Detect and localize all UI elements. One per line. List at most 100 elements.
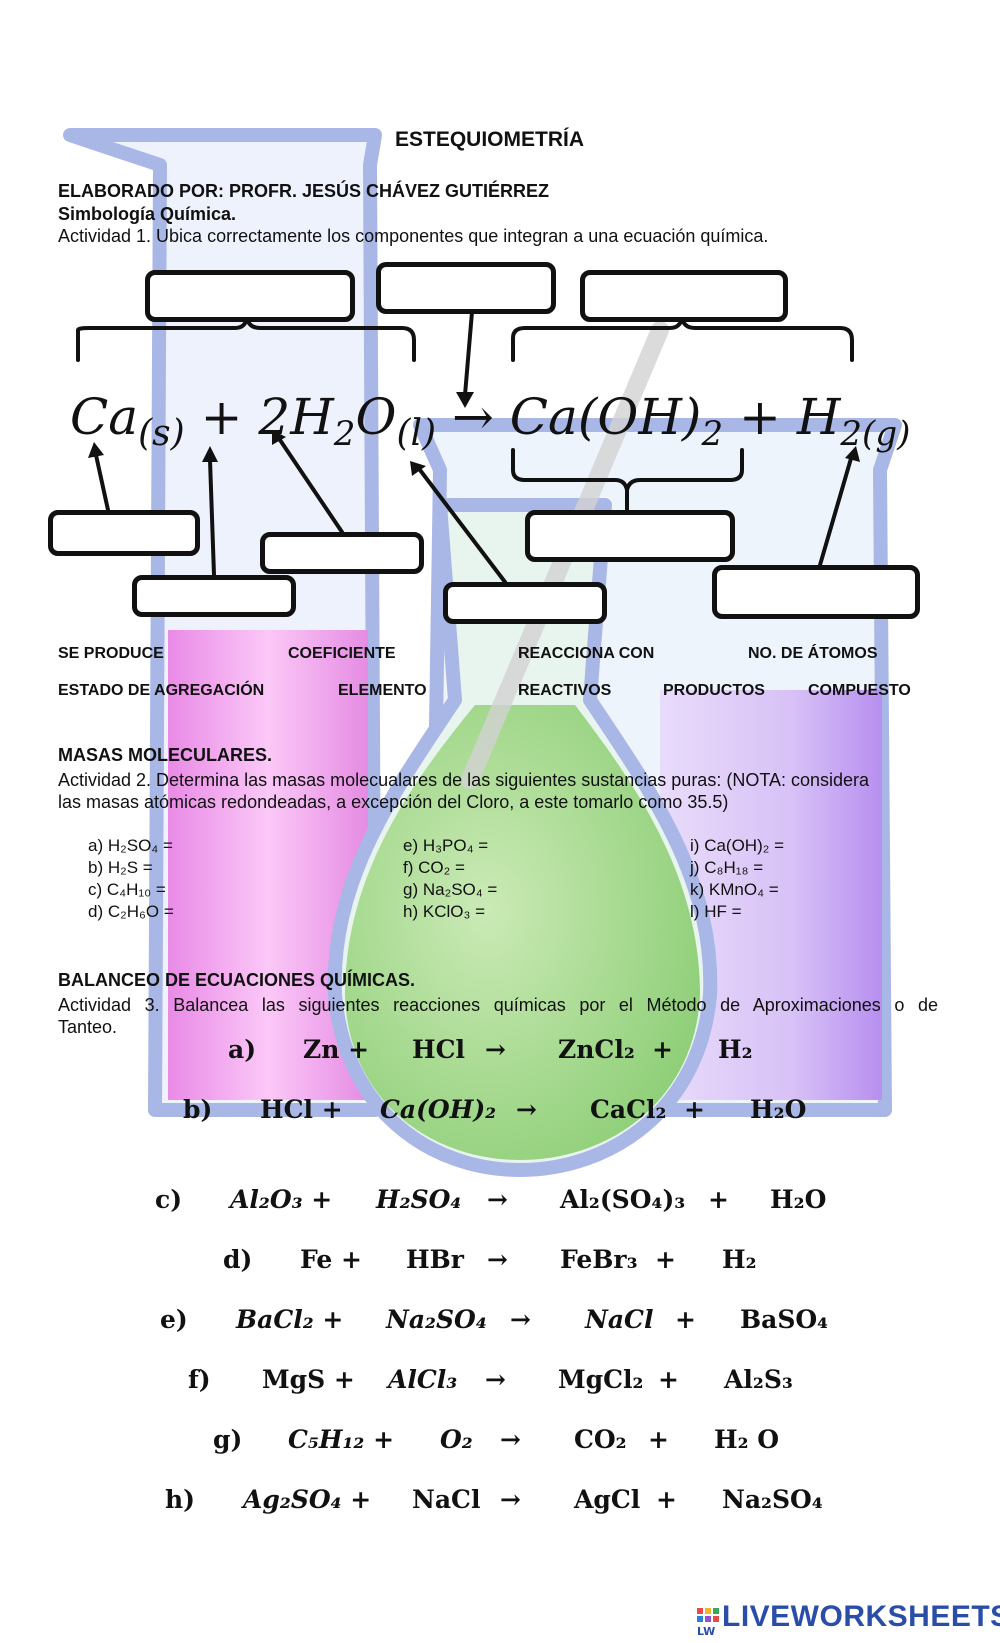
- equation-reactant-1: Ag₂SO₄ +: [243, 1485, 372, 1514]
- equation-reactant-2: HBr: [406, 1245, 464, 1274]
- equation-label: h): [165, 1485, 196, 1514]
- reaction-o: O: [355, 388, 397, 446]
- word-bank-item[interactable]: REACTIVOS: [518, 682, 612, 699]
- reaction-h-sub: 2: [333, 414, 356, 454]
- liveworksheets-brand[interactable]: LIVEWORKSHEETS: [722, 1600, 1000, 1633]
- mass-item: h) KClO₃ =: [403, 902, 486, 921]
- equation-label: g): [213, 1425, 243, 1454]
- equation-reactant-2: O₂: [440, 1425, 473, 1454]
- equation-label: c): [155, 1185, 183, 1214]
- equation-reactant-2: H₂SO₄: [376, 1185, 462, 1214]
- equation-reactant-1: HCl +: [260, 1095, 343, 1124]
- reaction-ca: Ca: [70, 388, 139, 446]
- word-bank-item[interactable]: ELEMENTO: [338, 682, 427, 699]
- equation-reactant-1: MgS +: [262, 1365, 355, 1394]
- reaction-equation: Ca(s) + 2H2O(l) → Ca(OH)2 + H2(g): [70, 388, 910, 454]
- equation-product-1: MgCl₂: [558, 1365, 644, 1394]
- author-line: ELABORADO POR: PROFR. JESÚS CHÁVEZ GUTIÉ…: [58, 181, 550, 201]
- equation-label: d): [223, 1245, 253, 1274]
- activity1-instructions: Actividad 1. Ubica correctamente los com…: [58, 226, 769, 246]
- equation-arrow: →: [487, 1245, 508, 1274]
- answer-box-reacts-with[interactable]: [132, 575, 296, 617]
- arrow-ca-state: [94, 453, 110, 512]
- answer-box-compound[interactable]: [525, 510, 735, 562]
- answer-box-reactants[interactable]: [145, 270, 355, 322]
- word-bank-item[interactable]: REACCIONA CON: [518, 645, 655, 662]
- balance-heading: BALANCEO DE ECUACIONES QUÍMICAS.: [58, 970, 416, 990]
- equation-product-1: Al₂(SO₄)₃: [560, 1185, 686, 1214]
- equation-product-2: H₂: [722, 1245, 757, 1274]
- mass-item: j) C₈H₁₈ =: [690, 858, 764, 877]
- equation-product-1: NaCl: [585, 1305, 654, 1334]
- arrowhead-liquid: [410, 461, 426, 476]
- balance-instructions-2: Tanteo.: [58, 1017, 118, 1037]
- reaction-o-state: (l): [396, 413, 437, 454]
- equation-arrow: →: [510, 1305, 531, 1334]
- balance-instructions-1: Actividad 3. Balancea las siguientes rea…: [58, 995, 938, 1015]
- equation-arrow: →: [500, 1425, 521, 1454]
- mass-item: d) C₂H₆O =: [88, 902, 174, 921]
- word-bank-item[interactable]: COMPUESTO: [808, 682, 911, 699]
- arrow-plus: [208, 458, 216, 577]
- reaction-coefficient: 2: [258, 388, 291, 446]
- reaction-arrow: →: [451, 388, 494, 446]
- section-symbology: Simbología Química.: [58, 204, 237, 224]
- equation-arrow: →: [485, 1035, 506, 1064]
- equation-reactant-1: Al₂O₃ +: [230, 1185, 333, 1214]
- reaction-plus-2: +: [739, 388, 781, 446]
- equation-arrow: →: [500, 1485, 521, 1514]
- equation-product-1: CO₂: [574, 1425, 627, 1454]
- reaction-h2: H: [796, 388, 841, 446]
- equation-reactant-1: Fe +: [300, 1245, 362, 1274]
- mass-item: b) H₂S =: [88, 858, 153, 877]
- equation-reactant-2: NaCl: [412, 1485, 481, 1514]
- word-bank-item[interactable]: SE PRODUCE: [58, 645, 164, 662]
- equation-reactant-2: Na₂SO₄: [386, 1305, 487, 1334]
- logo-letters: LW: [697, 1625, 715, 1636]
- equation-reactant-2: Ca(OH)₂: [380, 1095, 497, 1124]
- answer-box-coefficient[interactable]: [260, 532, 424, 574]
- equation-reactant-2: HCl: [412, 1035, 466, 1064]
- masses-heading: MASAS MOLECULARES.: [58, 745, 273, 765]
- word-bank-item[interactable]: ESTADO DE AGREGACIÓN: [58, 682, 265, 699]
- equation-product-1: FeBr₃: [560, 1245, 638, 1274]
- answer-box-yields[interactable]: [376, 262, 556, 314]
- reaction-product-1-sub: 2: [701, 414, 724, 454]
- word-bank-item[interactable]: NO. DE ÁTOMOS: [748, 645, 878, 662]
- masses-instructions-1: Actividad 2. Determina las masas molecua…: [58, 770, 870, 790]
- equation-product-2: Al₂S₃: [724, 1365, 793, 1394]
- equation-plus: +: [652, 1035, 673, 1064]
- equation-reactant-2: AlCl₃: [388, 1365, 458, 1394]
- equation-product-1: CaCl₂: [590, 1095, 667, 1124]
- equation-product-1: ZnCl₂: [558, 1035, 635, 1064]
- mass-item: e) H₃PO₄ =: [403, 836, 489, 855]
- arrow-liquid-state: [418, 468, 507, 584]
- equation-label: b): [183, 1095, 213, 1124]
- answer-box-liquid-state[interactable]: [443, 582, 607, 624]
- equation-plus: +: [684, 1095, 705, 1124]
- arrow-h2-gas: [818, 453, 854, 567]
- equation-plus: +: [675, 1305, 696, 1334]
- answer-box-state-of-aggregation[interactable]: [48, 510, 200, 556]
- arrow-yields: [463, 310, 474, 397]
- word-bank-item[interactable]: PRODUCTOS: [663, 682, 765, 699]
- equation-plus: +: [655, 1245, 676, 1274]
- answer-box-element[interactable]: [712, 565, 920, 619]
- mass-item: c) C₄H₁₀ =: [88, 880, 166, 899]
- mass-item: l) HF =: [690, 902, 742, 921]
- equation-label: e): [160, 1305, 188, 1334]
- equation-label: a): [228, 1035, 257, 1064]
- equation-reactant-1: C₅H₁₂ +: [288, 1425, 395, 1454]
- products-brace: [511, 317, 854, 362]
- reaction-plus-1: +: [200, 388, 243, 446]
- reaction-h: H: [290, 388, 334, 446]
- green-liquid: [345, 705, 700, 1160]
- reaction-product-1: Ca(OH): [509, 388, 702, 446]
- equation-plus: +: [658, 1365, 679, 1394]
- equation-plus: +: [708, 1185, 729, 1214]
- equation-plus: +: [648, 1425, 669, 1454]
- word-bank-item[interactable]: COEFICIENTE: [288, 645, 396, 662]
- equation-product-2: Na₂SO₄: [722, 1485, 823, 1514]
- answer-box-products[interactable]: [580, 270, 788, 322]
